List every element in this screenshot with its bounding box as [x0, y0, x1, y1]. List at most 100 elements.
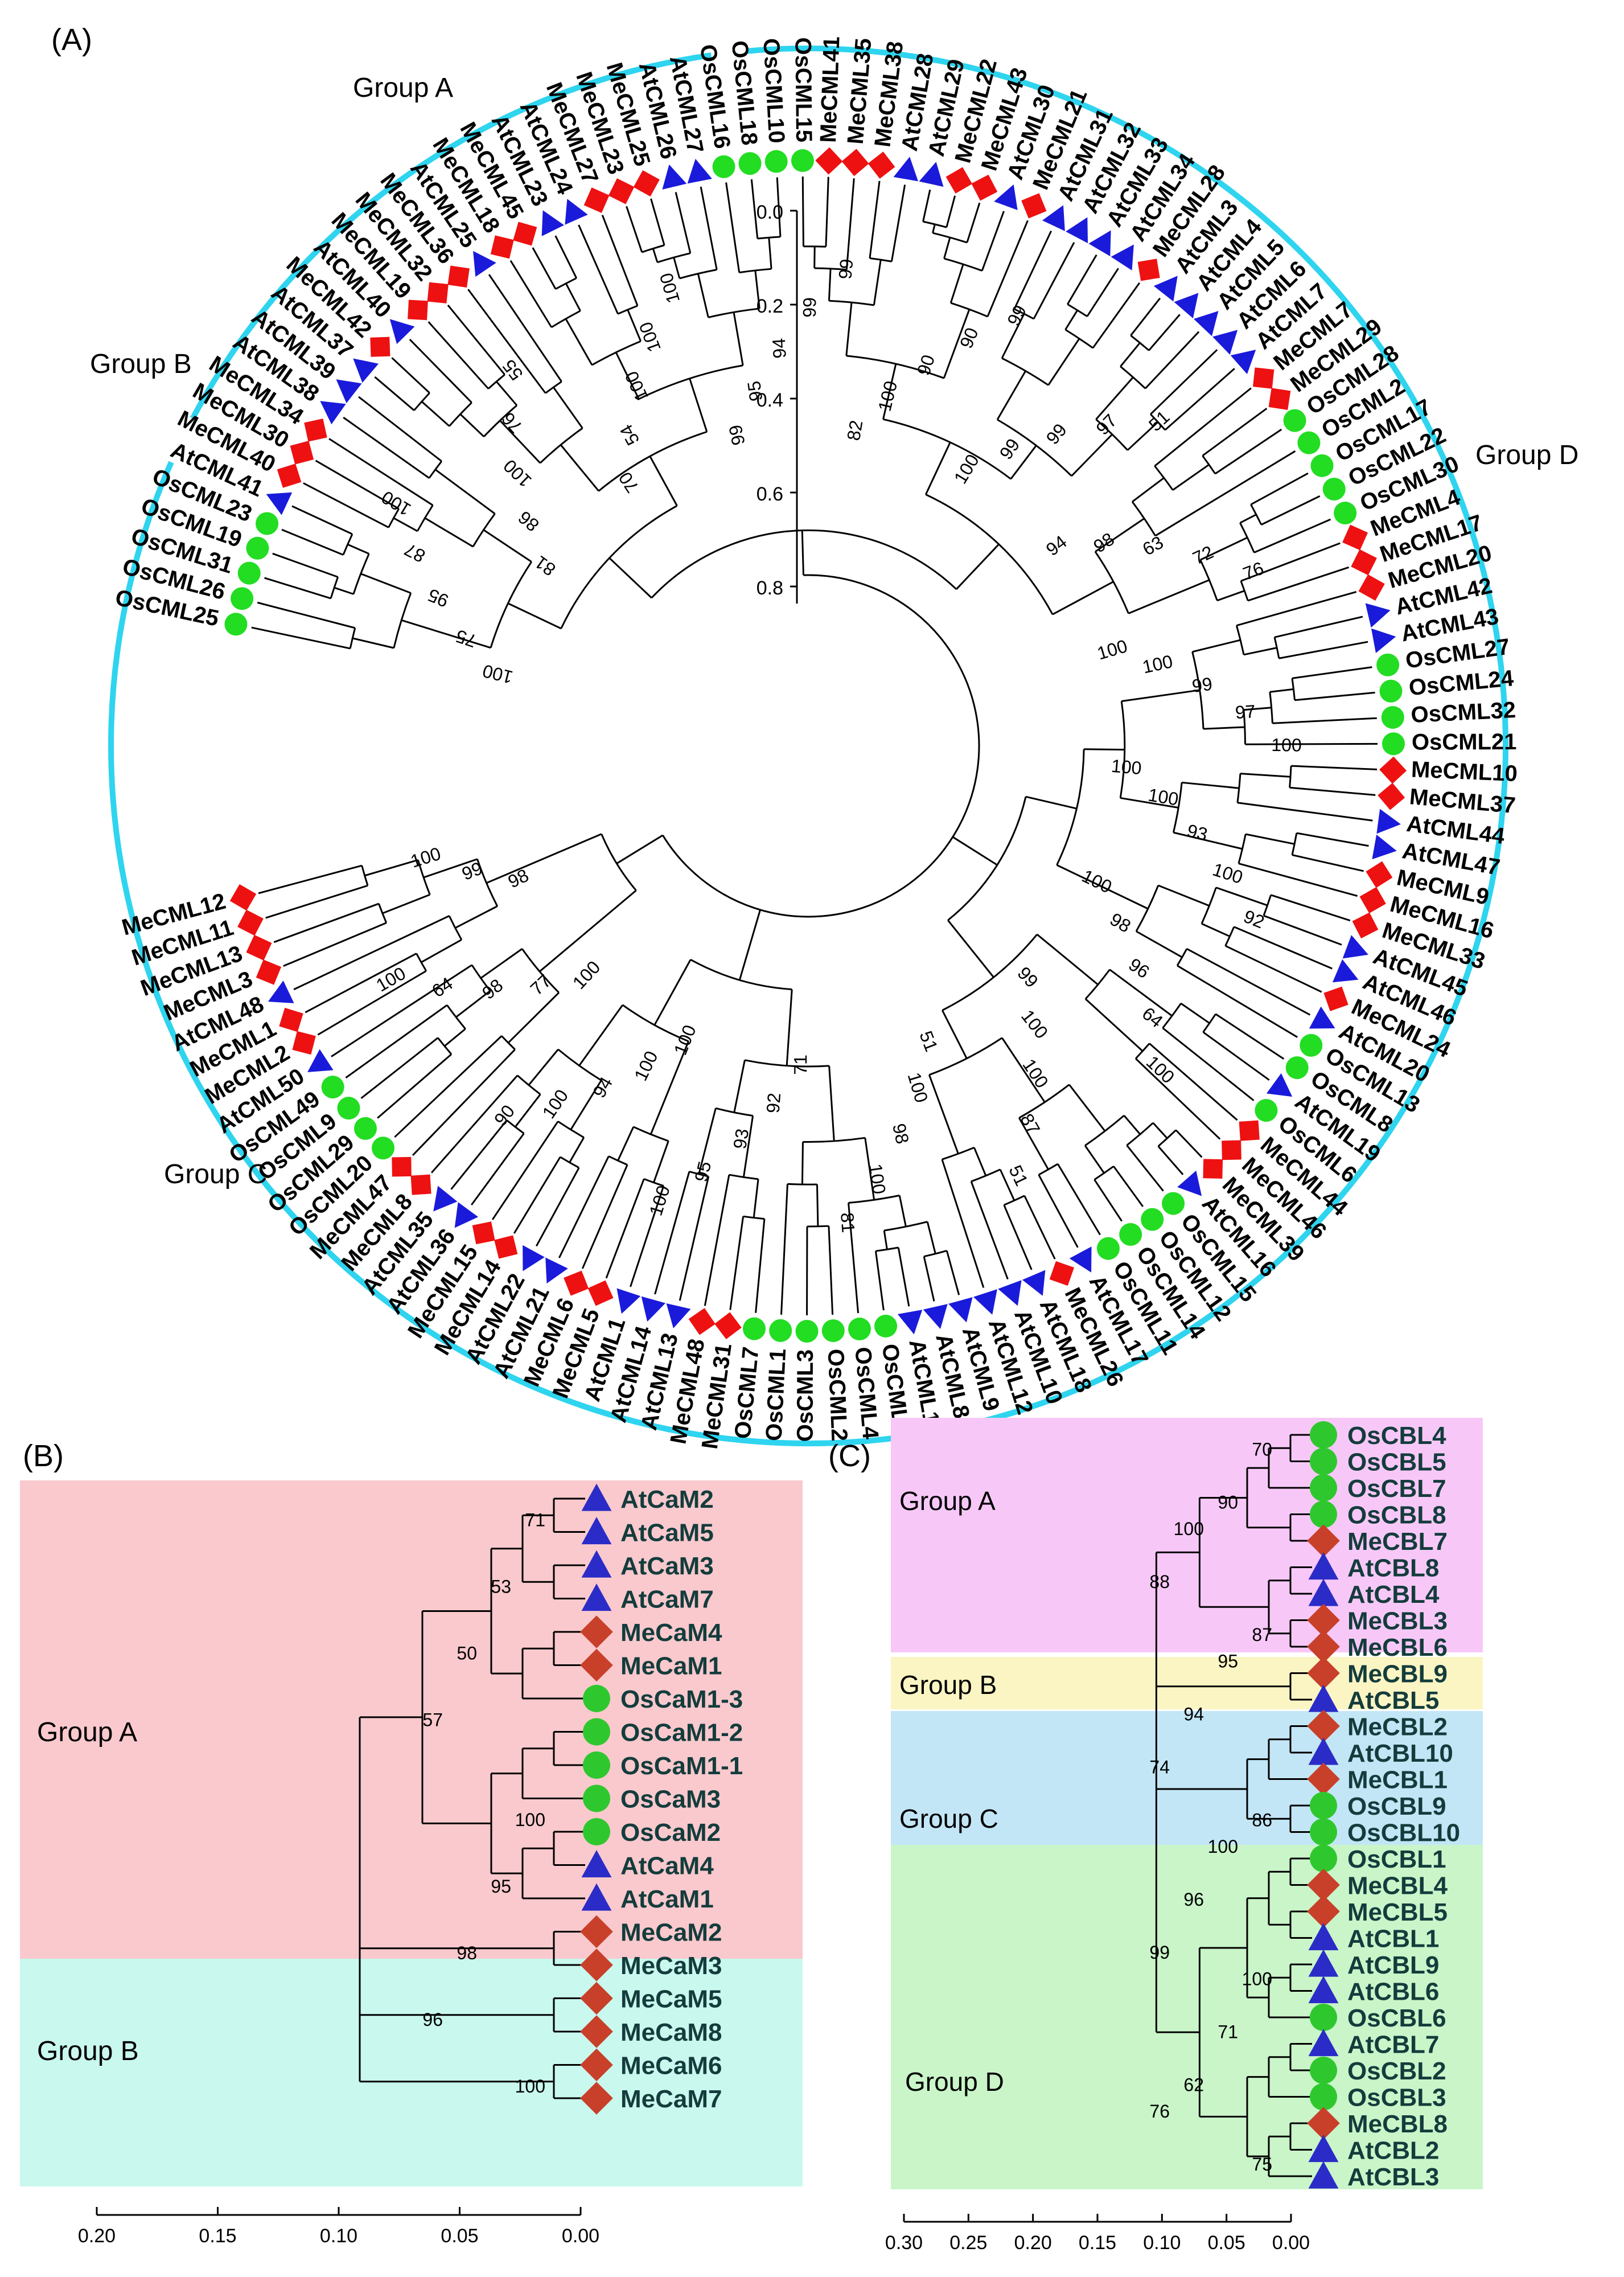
- branch-line: [1162, 1027, 1255, 1101]
- os-circle-marker: [1310, 1447, 1337, 1475]
- leaf-label: OsCML3: [793, 1349, 818, 1442]
- group-arc: [108, 461, 195, 1075]
- panel-b-leaves: AtCaM2AtCaM5AtCaM3AtCaM7MeCaM4MeCaM1OsCa…: [580, 1483, 743, 2115]
- branch-line: [742, 1115, 754, 1178]
- at-triangle-marker: [1308, 1737, 1339, 1765]
- bootstrap-value: 100: [378, 487, 414, 520]
- branch-line: [897, 1247, 910, 1307]
- branch-line: [331, 964, 472, 1057]
- branch-line: [627, 309, 642, 342]
- panel-b-cam-tree: (B) Group A Group B 71535057100959896100…: [20, 1439, 803, 2247]
- branch-line: [1018, 1117, 1049, 1170]
- branch-line: [1023, 1195, 1056, 1259]
- branch-line: [1181, 781, 1240, 789]
- branch-line: [471, 1133, 525, 1206]
- at-triangle-marker: [1111, 244, 1134, 270]
- branch-arc: [941, 934, 1038, 1011]
- at-triangle-marker: [1194, 311, 1219, 337]
- bootstrap-value: 90: [956, 325, 982, 351]
- branch-line: [605, 1178, 645, 1279]
- branch-line: [753, 1179, 759, 1218]
- branch-line: [1240, 542, 1341, 582]
- branch-line: [1250, 472, 1309, 506]
- leaf-label: OsCBL8: [1347, 1501, 1446, 1529]
- bootstrap-value: 87: [401, 539, 429, 567]
- branch-line: [345, 1004, 448, 1079]
- os-circle-marker: [1310, 1421, 1337, 1449]
- me-diamond-marker: [237, 909, 264, 936]
- group-c-box: [891, 1711, 1483, 1845]
- at-triangle-marker: [268, 980, 294, 1003]
- panel-c-label: (C): [828, 1439, 871, 1473]
- branch-line: [565, 283, 581, 311]
- os-circle-marker: [1119, 1223, 1142, 1246]
- me-diamond-marker: [580, 1915, 613, 1948]
- leaf-label: MeCML35: [843, 37, 877, 145]
- branch-line: [281, 528, 344, 556]
- branch-line: [447, 304, 505, 375]
- me-diamond-marker: [1359, 887, 1386, 914]
- branch-arc: [757, 236, 781, 240]
- group-b-label: Group B: [37, 2036, 139, 2066]
- os-circle-marker: [1310, 1845, 1337, 1872]
- os-circle-marker: [1334, 502, 1357, 525]
- scale-tick: 0.4: [757, 389, 783, 411]
- me-diamond-marker: [583, 187, 610, 214]
- branch-line: [616, 834, 664, 864]
- leaf-label: MeCML10: [1411, 757, 1518, 786]
- me-diamond-marker: [564, 1270, 589, 1296]
- leaf-label: MeCaM8: [620, 2018, 722, 2046]
- bootstrap-value: 51: [915, 1028, 941, 1055]
- bootstrap-value: 93: [729, 1127, 753, 1151]
- branch-line: [409, 338, 472, 404]
- os-circle-marker: [1376, 653, 1400, 676]
- branch-line: [1057, 1163, 1101, 1236]
- branch-arc: [349, 627, 356, 649]
- branch-line: [1214, 428, 1282, 475]
- branch-line: [649, 1041, 689, 1135]
- branch-line: [1180, 1003, 1210, 1024]
- leaf-label: AtCBL10: [1347, 1739, 1453, 1767]
- branch-line: [532, 247, 557, 290]
- branch-line: [1263, 914, 1342, 946]
- branch-arc: [437, 1037, 453, 1055]
- branch-line: [431, 1074, 519, 1174]
- branch-arc: [1224, 926, 1235, 946]
- os-circle-marker: [791, 149, 814, 173]
- branch-line: [801, 1142, 804, 1185]
- leaf-label: OsCML7: [730, 1345, 764, 1440]
- branch-line: [890, 184, 906, 262]
- scale-tick: 0.8: [757, 577, 783, 599]
- bootstrap-value: 62: [1183, 2075, 1204, 2095]
- branch-line: [848, 1203, 860, 1314]
- branch-line: [999, 1169, 1015, 1201]
- branch-line: [1186, 947, 1311, 1016]
- bootstrap-value: 98: [457, 1943, 477, 1963]
- os-circle-marker: [1255, 1099, 1278, 1122]
- branch-line: [1113, 1166, 1144, 1207]
- branch-line: [421, 401, 450, 427]
- branch-line: [780, 1184, 788, 1315]
- me-diamond-marker: [1379, 756, 1407, 784]
- bootstrap-value: 100: [480, 660, 515, 688]
- me-diamond-marker: [494, 1235, 518, 1259]
- bootstrap-value: 50: [457, 1643, 477, 1664]
- branch-line: [1084, 748, 1125, 751]
- branch-arc: [1067, 303, 1088, 317]
- branch-line: [697, 273, 709, 318]
- branch-line: [1175, 1129, 1203, 1158]
- bootstrap-value: 100: [408, 843, 443, 872]
- leaf-label: AtCaM5: [620, 1519, 714, 1547]
- os-circle-marker: [1300, 1033, 1323, 1057]
- branch-line: [444, 1028, 466, 1047]
- at-triangle-marker: [893, 157, 919, 182]
- axis-tick-label: 0.00: [1272, 2232, 1310, 2254]
- group-arc: [747, 46, 1508, 1008]
- branch-line: [689, 378, 708, 432]
- branch-line: [1013, 230, 1052, 310]
- branch-line: [1216, 590, 1245, 602]
- branch-line: [755, 1218, 766, 1313]
- branch-line: [1240, 773, 1291, 778]
- bootstrap-value: 99: [459, 858, 485, 884]
- branch-line: [828, 1065, 835, 1142]
